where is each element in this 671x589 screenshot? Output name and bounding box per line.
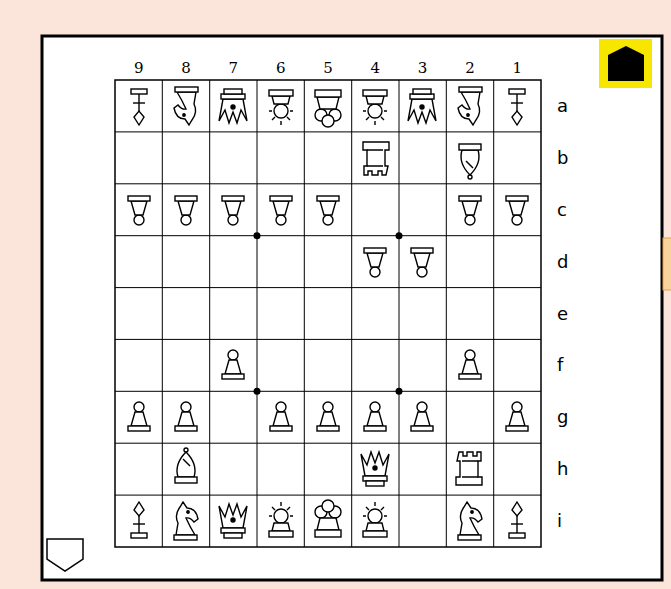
file-number: 1: [513, 61, 523, 76]
file-number: 3: [418, 61, 428, 76]
file-number: 9: [134, 61, 144, 76]
rank-letter: a: [557, 97, 568, 115]
rank-letter: i: [557, 512, 562, 530]
file-number: 2: [465, 61, 475, 76]
rank-letter: f: [557, 356, 563, 374]
file-number: 6: [276, 61, 286, 76]
file-number: 4: [371, 61, 381, 76]
file-number: 8: [181, 61, 191, 76]
rank-letter: e: [557, 305, 568, 323]
rank-letter: d: [557, 253, 568, 271]
file-number: 5: [323, 61, 333, 76]
file-number: 7: [229, 61, 239, 76]
rank-letter: g: [557, 408, 568, 426]
rank-letter: h: [557, 460, 568, 478]
rank-letter: b: [557, 149, 568, 167]
rank-letter: c: [557, 201, 567, 219]
